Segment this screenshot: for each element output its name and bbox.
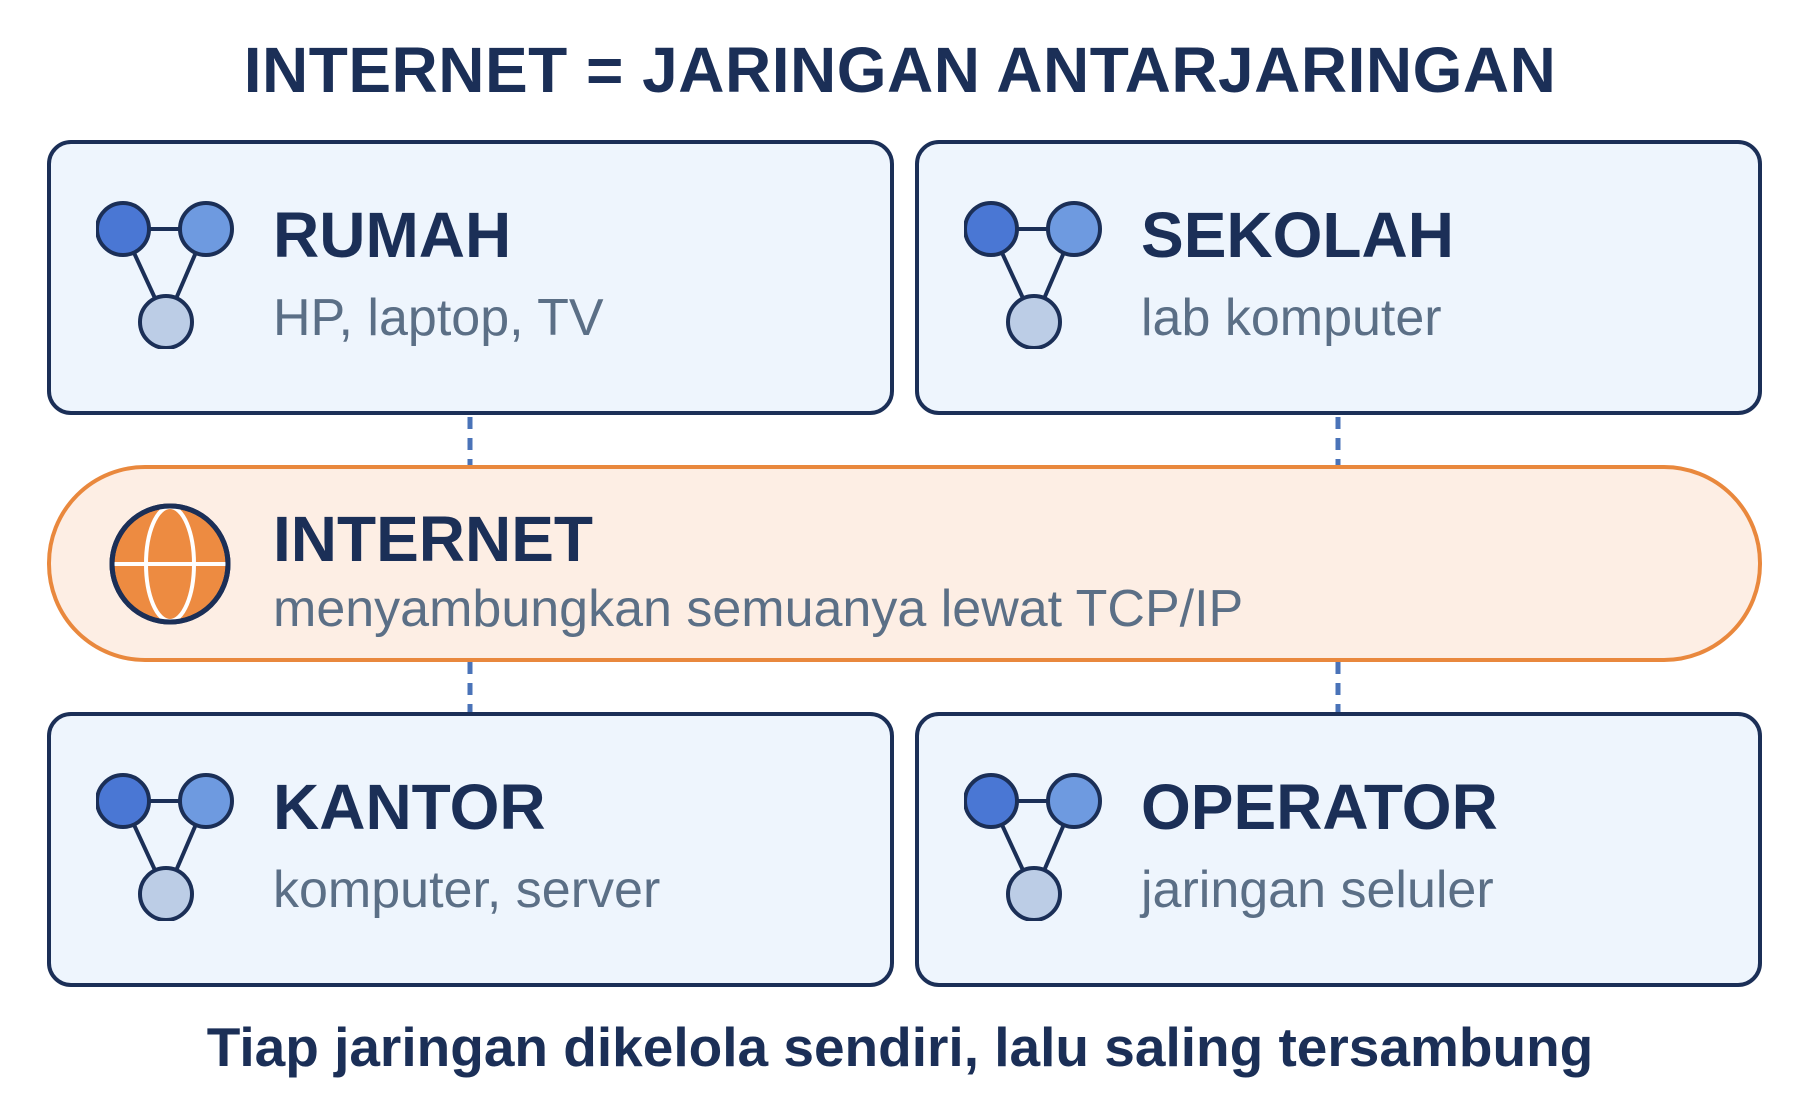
globe-icon <box>109 503 231 625</box>
footer-caption: Tiap jaringan dikelola sendiri, lalu sal… <box>206 1016 1594 1078</box>
network-nodes-icon <box>964 201 1102 349</box>
network-name: RUMAH <box>273 199 512 271</box>
network-name: OPERATOR <box>1141 771 1498 843</box>
diagram-title: INTERNET = JARINGAN ANTARJARINGAN <box>243 34 1557 106</box>
network-nodes-icon <box>96 773 234 921</box>
network-card-sekolah: SEKOLAH lab komputer <box>915 140 1762 415</box>
network-name: SEKOLAH <box>1141 199 1454 271</box>
internet-subtitle: menyambungkan semuanya lewat TCP/IP <box>273 580 1244 638</box>
network-devices: komputer, server <box>273 861 661 919</box>
internet-pill: INTERNET menyambungkan semuanya lewat TC… <box>47 465 1762 662</box>
network-card-operator: OPERATOR jaringan seluler <box>915 712 1762 987</box>
internet-title: INTERNET <box>273 503 593 575</box>
network-devices: HP, laptop, TV <box>273 289 604 347</box>
network-devices: lab komputer <box>1141 289 1442 347</box>
network-card-rumah: RUMAH HP, laptop, TV <box>47 140 894 415</box>
network-devices: jaringan seluler <box>1141 861 1494 919</box>
network-nodes-icon <box>964 773 1102 921</box>
network-name: KANTOR <box>273 771 546 843</box>
network-card-kantor: KANTOR komputer, server <box>47 712 894 987</box>
network-nodes-icon <box>96 201 234 349</box>
